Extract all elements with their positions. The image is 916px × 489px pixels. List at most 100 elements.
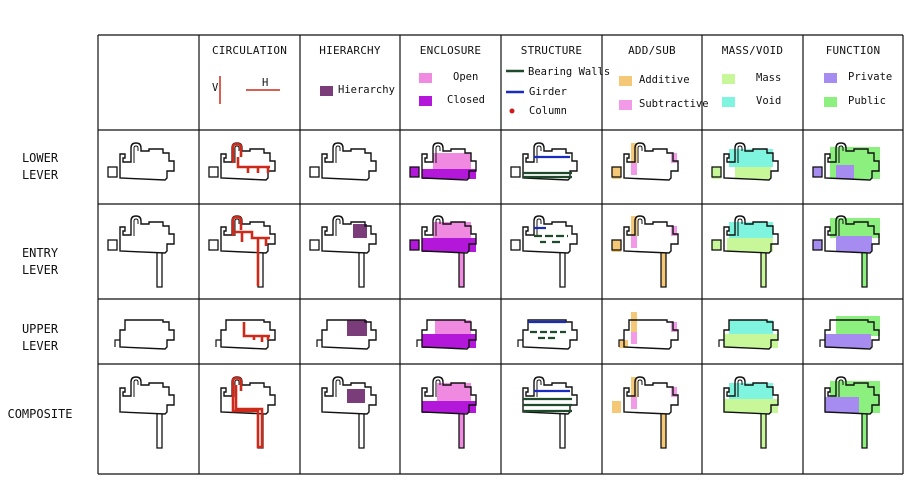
void-fill	[729, 222, 773, 238]
header-function: FUNCTION	[825, 44, 881, 57]
swatch-void	[722, 97, 735, 107]
wall-line	[534, 234, 568, 244]
plan-lower-massvoid	[711, 142, 779, 181]
plan-outline	[421, 215, 477, 254]
plan-outline	[321, 215, 377, 254]
plan-stair	[335, 218, 341, 236]
legend-hierarchy: Hierarchy	[338, 84, 395, 96]
mass-fill	[735, 167, 771, 179]
mass-fill	[712, 167, 721, 179]
plan-outline	[421, 376, 477, 415]
open-fill	[459, 414, 464, 448]
circulation-path	[231, 142, 243, 163]
plan-outline	[723, 215, 779, 254]
plan-outline	[421, 142, 477, 181]
circulation-path	[231, 385, 264, 449]
closed-fill	[422, 334, 476, 348]
plan-upper-function	[819, 316, 880, 350]
plan-stair	[133, 218, 139, 236]
plan-upper-structure	[517, 319, 578, 350]
additive-fill	[631, 377, 637, 399]
plan-stair	[435, 145, 441, 163]
swatch-mass	[722, 74, 735, 84]
plan-stem	[760, 414, 767, 449]
hierarchy-fill	[347, 320, 367, 336]
plan-stair	[234, 218, 240, 236]
plan-entry-function	[812, 215, 880, 288]
plan-stair	[737, 379, 743, 397]
private-fill	[825, 334, 871, 348]
plan-outline	[522, 376, 578, 415]
header-structure: STRUCTURE	[520, 44, 583, 57]
plan-entry-addsub	[611, 215, 679, 288]
closed-fill	[410, 167, 419, 177]
circulation-path	[246, 167, 270, 173]
plan-lower-function	[812, 142, 880, 181]
open-fill	[433, 222, 471, 238]
plan-upper-hierarchy	[316, 319, 377, 350]
row-label-entry: ENTRY LEVER	[21, 246, 59, 277]
header-circulation: CIRCULATION	[211, 44, 288, 57]
plan-composite-function	[824, 376, 880, 449]
plan-outline	[623, 376, 679, 415]
circulation-path	[231, 376, 243, 397]
void-fill	[729, 383, 773, 399]
public-fill	[862, 253, 867, 287]
swatch-closed	[419, 96, 432, 106]
plan-outline	[723, 142, 779, 181]
plan-composite-massvoid	[723, 376, 779, 449]
plan-lower-structure	[510, 142, 578, 181]
plan-lower-hierarchy	[309, 142, 377, 181]
plan-upper-addsub	[618, 312, 679, 350]
legend-closed: Closed	[447, 94, 485, 106]
plan-stair	[838, 218, 844, 236]
plan-upper-enclosure	[416, 319, 477, 350]
plan-side-square	[510, 239, 521, 251]
plan-composite-circulation	[220, 376, 276, 449]
plan-stair	[536, 379, 542, 397]
legend-subtractive: Subtractive	[639, 98, 709, 110]
mass-fill	[761, 414, 766, 448]
plan-outline	[824, 215, 880, 254]
plan-composite-enclosure	[421, 376, 477, 449]
additive-fill	[631, 312, 637, 334]
plan-outline	[623, 319, 679, 350]
plan-outline	[220, 319, 276, 350]
plan-side-step	[718, 339, 724, 347]
mass-fill	[761, 253, 766, 287]
open-fill	[435, 320, 471, 338]
legend-column-mark	[509, 108, 515, 114]
plan-stem	[156, 414, 163, 449]
legend-open: Open	[453, 71, 479, 83]
plan-stem	[861, 253, 868, 288]
plan-side-step	[618, 339, 624, 347]
plan-side-square	[409, 239, 420, 251]
plan-side-square	[711, 166, 722, 178]
circulation-path	[231, 215, 243, 236]
swatch-public	[824, 97, 837, 107]
public-fill	[862, 414, 867, 448]
plan-entry-structure	[510, 215, 578, 288]
additive-fill	[612, 240, 621, 252]
mass-fill	[727, 238, 773, 252]
plan-stem	[660, 253, 667, 288]
plan-outline	[119, 142, 175, 181]
additive-fill	[612, 401, 621, 413]
plan-stair	[234, 379, 240, 397]
closed-fill	[410, 240, 419, 250]
header-massvoid: MASS/VOID	[721, 44, 784, 57]
closed-fill	[422, 238, 476, 252]
plan-lower-circulation	[208, 142, 276, 181]
subtractive-fill	[631, 397, 637, 409]
legend-additive: Additive	[639, 74, 690, 86]
wall-line	[523, 397, 572, 413]
swatch-subtractive	[619, 100, 632, 110]
plan-composite-structure	[522, 376, 578, 449]
plan-side-square	[107, 166, 118, 178]
plan-stair	[234, 145, 240, 163]
plan-side-step	[316, 339, 322, 347]
private-fill	[813, 167, 822, 177]
plan-side-step	[215, 339, 221, 347]
plan-entry-plain	[107, 215, 175, 288]
